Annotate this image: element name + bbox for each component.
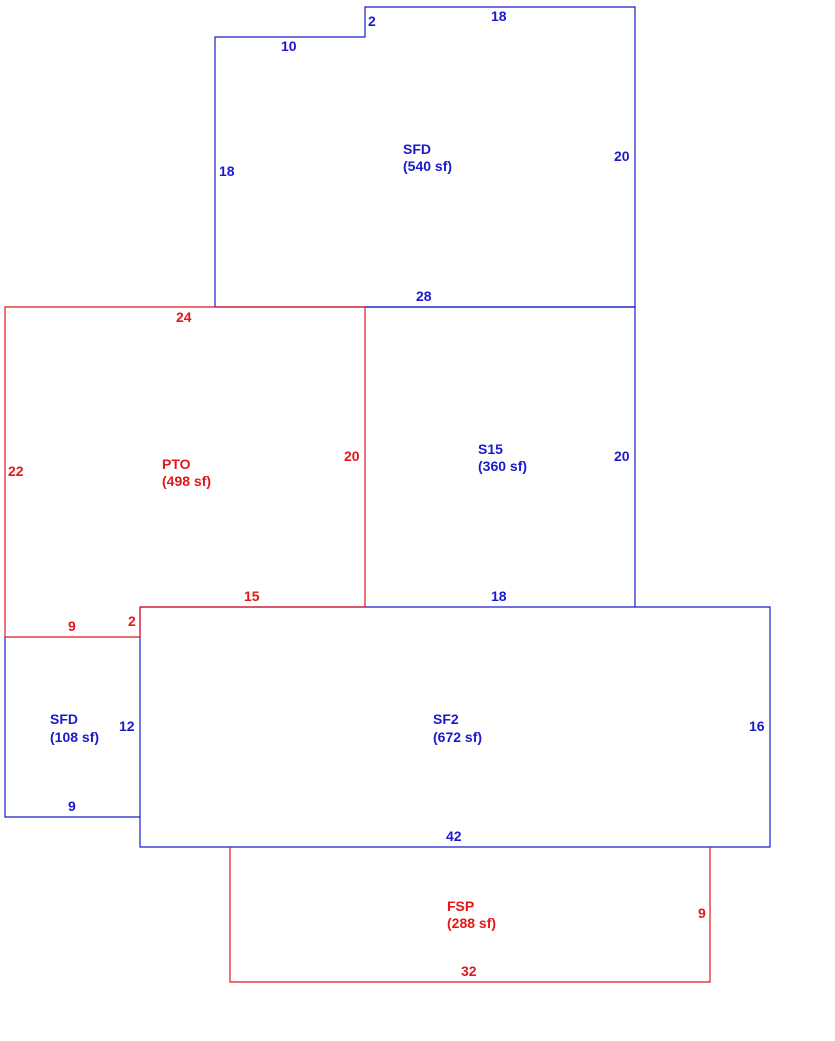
sfd-540-dim-20: 20 [614,148,630,164]
fsp-area: (288 sf) [447,915,496,931]
sfd-540-dim-18-left: 18 [219,163,235,179]
sf2-dim-16: 16 [749,718,765,734]
pto-dim-2: 2 [128,613,136,629]
sf2-area: (672 sf) [433,729,482,745]
s15-dim-18: 18 [491,588,507,604]
fsp-dim-9: 9 [698,905,706,921]
sfd-540-outline [214,6,636,308]
pto-outline [4,306,366,638]
sfd-540-dim-18-top: 18 [491,8,507,24]
sfd-540-dim-2: 2 [368,13,376,29]
s15-code: S15 [478,441,503,457]
sfd-540-dim-10: 10 [281,38,297,54]
s15-area: (360 sf) [478,458,527,474]
fsp-code: FSP [447,898,474,914]
sf2-outline [139,606,771,848]
sfd-108-code: SFD [50,711,78,727]
s15-dim-20: 20 [614,448,630,464]
area-pto-498[interactable]: 24 22 20 15 9 2 PTO (498 sf) [4,306,366,638]
area-fsp-288[interactable]: 9 32 FSP (288 sf) [229,847,711,983]
sfd-540-area: (540 sf) [403,158,452,174]
pto-dim-9: 9 [68,618,76,634]
sfd-540-code: SFD [403,141,431,157]
sfd-108-area: (108 sf) [50,729,99,745]
sf2-code: SF2 [433,711,459,727]
sf2-dim-42: 42 [446,828,462,844]
area-sfd-108[interactable]: 12 9 SFD (108 sf) [4,637,140,818]
area-s15-360[interactable]: 20 18 S15 (360 sf) [365,306,636,607]
pto-dim-22: 22 [8,463,24,479]
fsp-outline [229,847,711,983]
sfd-540-dim-28: 28 [416,288,432,304]
sfd-108-outline [4,637,140,818]
sfd-108-dim-9: 9 [68,798,76,814]
s15-outline [365,306,636,607]
sfd-108-dim-12: 12 [119,718,135,734]
pto-code: PTO [162,456,191,472]
pto-area: (498 sf) [162,473,211,489]
pto-dim-15: 15 [244,588,260,604]
pto-dim-20: 20 [344,448,360,464]
area-sfd-540[interactable]: 2 18 10 18 20 28 SFD (540 sf) [214,6,636,308]
fsp-dim-32: 32 [461,963,477,979]
pto-dim-24: 24 [176,309,192,325]
area-sf2-672[interactable]: 16 42 SF2 (672 sf) [139,606,771,848]
